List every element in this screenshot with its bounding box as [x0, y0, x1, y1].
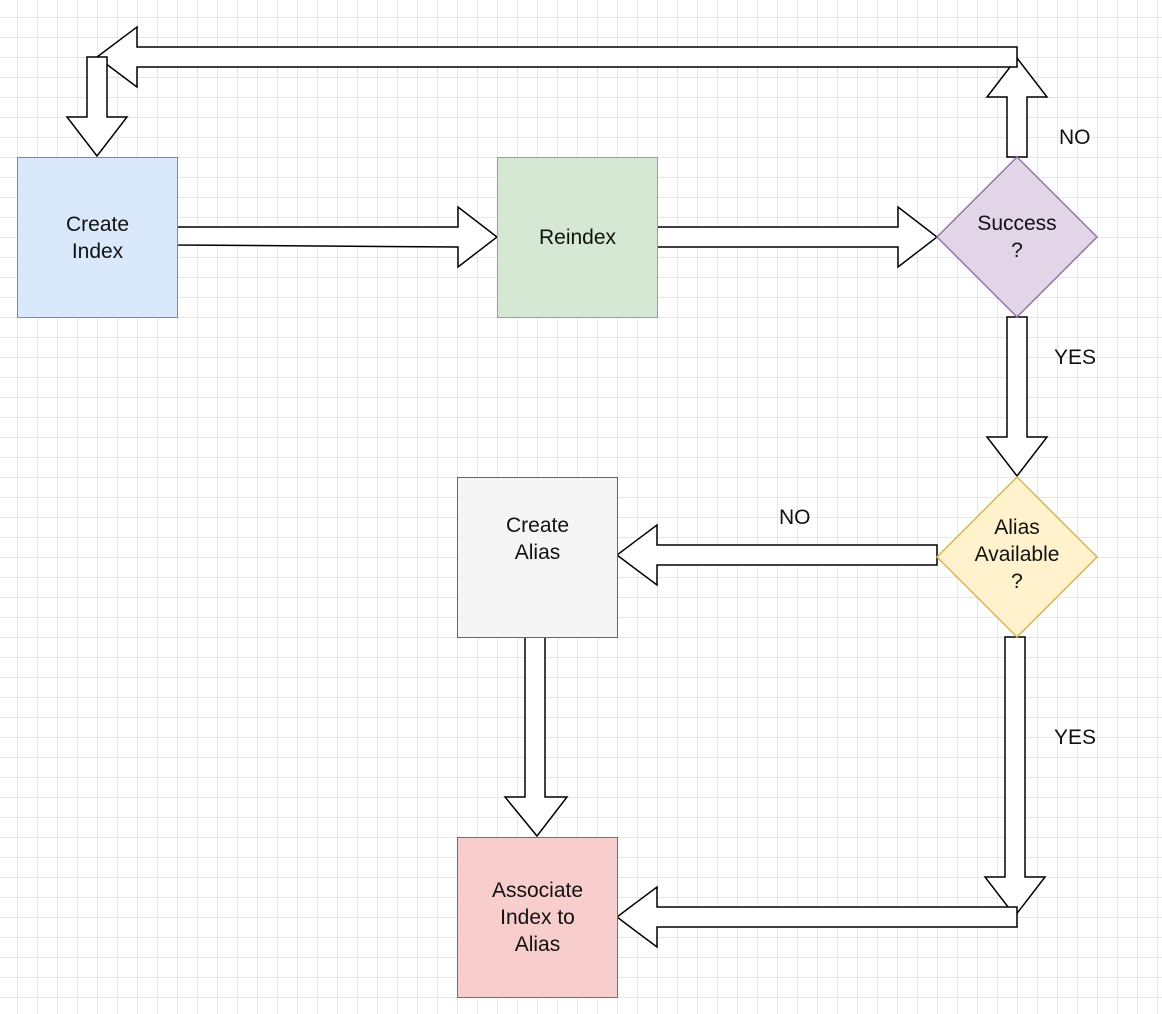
- arrow-create-index-to-reindex: [176, 205, 499, 269]
- alias-available-diamond-label: Alias Available ?: [974, 515, 1060, 593]
- arrow-success-no-loop: [985, 56, 1049, 158]
- arrow-yes-to-associate: [615, 885, 1018, 949]
- alias-yes-label: YES: [1054, 726, 1097, 749]
- create-index-node[interactable]: Create Index: [17, 157, 178, 318]
- arrow-create-alias-to-associate: [503, 636, 569, 838]
- associate-index-to-alias-node[interactable]: Associate Index to Alias: [457, 837, 618, 998]
- arrow-alias-yes-down: [983, 636, 1047, 918]
- reindex-node[interactable]: Reindex: [497, 157, 658, 318]
- success-no-label: NO: [1059, 126, 1091, 149]
- alias-no-label: NO: [779, 506, 811, 529]
- arrow-success-yes-to-alias-available: [985, 316, 1049, 478]
- arrow-alias-no-to-create-alias: [615, 523, 938, 587]
- success-diamond-label: Success ?: [977, 212, 1057, 262]
- alias-available-diamond[interactable]: [935, 475, 1099, 639]
- arrow-reindex-to-success: [656, 205, 939, 269]
- arrow-loop-back-to-create-index: [95, 25, 1018, 89]
- success-yes-label: YES: [1054, 346, 1097, 369]
- success-diamond[interactable]: [935, 155, 1099, 319]
- arrow-loop-down-to-create-index: [65, 56, 129, 158]
- create-alias-node[interactable]: Create Alias: [457, 477, 618, 638]
